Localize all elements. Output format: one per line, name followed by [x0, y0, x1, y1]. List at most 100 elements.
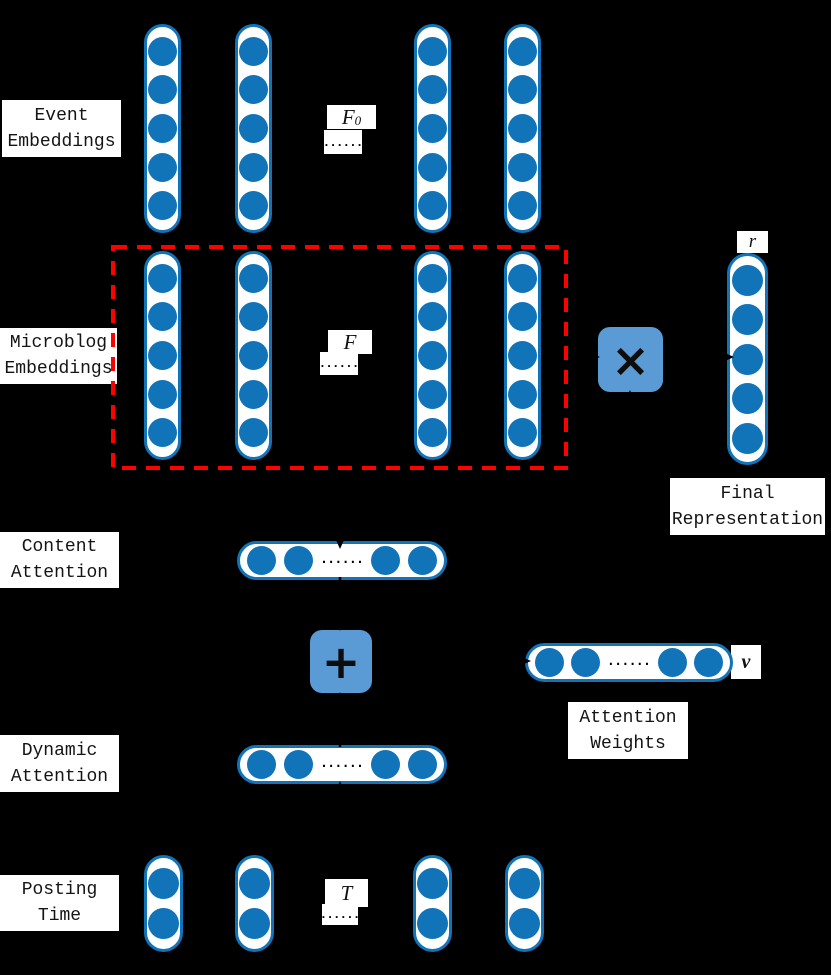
label-content-attention: Content Attention — [0, 532, 119, 588]
node-circle — [371, 546, 401, 575]
plus-operator: + — [310, 630, 372, 693]
node-circle — [148, 340, 177, 370]
node-circle — [239, 152, 268, 182]
label-attention-weights: Attention Weights — [568, 702, 688, 759]
multiply-operator: × — [598, 327, 663, 392]
label-line: Embeddings — [4, 359, 113, 379]
node-circle — [283, 546, 313, 575]
content-attention-vector: ...... — [237, 541, 447, 580]
symbol-T: T — [325, 879, 368, 907]
label-line: Representation — [671, 509, 824, 530]
node-circle — [239, 867, 270, 899]
label-line: Time — [37, 906, 82, 926]
node-circle — [148, 113, 177, 143]
node-circle — [417, 867, 448, 899]
node-circle — [508, 75, 537, 105]
posting-time-column-4 — [505, 855, 544, 952]
node-circle — [239, 379, 268, 409]
event-embedding-column-4 — [504, 24, 541, 233]
node-circle — [148, 379, 177, 409]
label-line: Microblog — [9, 333, 108, 353]
final-representation-column — [727, 253, 768, 465]
node-circle — [148, 867, 179, 899]
posting-time-column-1 — [144, 855, 183, 952]
ellipsis-dots: ...... — [320, 551, 364, 566]
node-circle — [508, 302, 537, 332]
node-circle — [148, 263, 177, 293]
label-line: Dynamic — [21, 740, 98, 761]
label-line: Event — [34, 105, 89, 126]
node-circle — [247, 750, 277, 779]
node-circle — [148, 302, 177, 332]
node-circle — [239, 113, 268, 143]
node-circle — [509, 867, 540, 899]
microblog-embedding-column-3 — [414, 251, 451, 460]
node-circle — [657, 648, 687, 677]
symbol-F: F — [328, 330, 372, 354]
node-circle — [418, 340, 447, 370]
node-circle — [571, 648, 601, 677]
node-circle — [508, 152, 537, 182]
node-circle — [239, 340, 268, 370]
node-circle — [239, 263, 268, 293]
node-circle — [239, 908, 270, 940]
symbol-v: v — [731, 645, 761, 679]
node-circle — [418, 418, 447, 448]
node-circle — [148, 36, 177, 66]
event-embedding-column-2 — [235, 24, 272, 233]
label-line: Attention — [579, 707, 677, 728]
node-circle — [418, 152, 447, 182]
multiply-icon: × — [611, 332, 650, 387]
node-circle — [239, 75, 268, 105]
ellipsis-under-F0: ...... — [323, 130, 363, 154]
node-circle — [508, 379, 537, 409]
node-circle — [148, 418, 177, 448]
label-line: Weights — [590, 733, 666, 754]
ellipsis-dots: ...... — [607, 653, 651, 668]
ellipsis-under-F: ...... — [319, 352, 359, 375]
label-line: Embeddings — [7, 131, 116, 152]
node-circle — [148, 75, 177, 105]
node-circle — [239, 191, 268, 221]
node-circle — [247, 546, 277, 575]
node-circle — [239, 418, 268, 448]
node-circle — [148, 191, 177, 221]
ellipsis-under-T: ...... — [320, 904, 360, 925]
node-circle — [418, 113, 447, 143]
event-embedding-column-1 — [144, 24, 181, 233]
node-circle — [732, 383, 763, 414]
node-circle — [508, 191, 537, 221]
node-circle — [418, 379, 447, 409]
symbol-F0-subscript: 0 — [354, 112, 362, 128]
attention-weights-vector: ...... — [525, 643, 733, 682]
label-microblog-embeddings: Microblog Embeddings — [0, 328, 117, 384]
node-circle — [509, 908, 540, 940]
node-circle — [239, 302, 268, 332]
node-circle — [732, 422, 763, 454]
label-line: Posting — [21, 880, 98, 900]
node-circle — [418, 36, 447, 66]
plus-icon: + — [321, 634, 361, 689]
microblog-embedding-column-4 — [504, 251, 541, 460]
label-posting-time: Posting Time — [0, 875, 119, 931]
microblog-embedding-column-1 — [144, 251, 181, 460]
node-circle — [283, 750, 313, 779]
node-circle — [417, 908, 448, 940]
node-circle — [148, 152, 177, 182]
node-circle — [508, 36, 537, 66]
node-circle — [239, 36, 268, 66]
microblog-embedding-column-2 — [235, 251, 272, 460]
node-circle — [418, 302, 447, 332]
label-line: Final — [720, 483, 775, 504]
posting-time-column-2 — [235, 855, 274, 952]
node-circle — [732, 304, 763, 335]
node-circle — [407, 750, 437, 779]
node-circle — [508, 418, 537, 448]
node-circle — [407, 546, 437, 575]
microblog-dashed-box — [111, 245, 568, 470]
label-line: Attention — [10, 766, 109, 787]
